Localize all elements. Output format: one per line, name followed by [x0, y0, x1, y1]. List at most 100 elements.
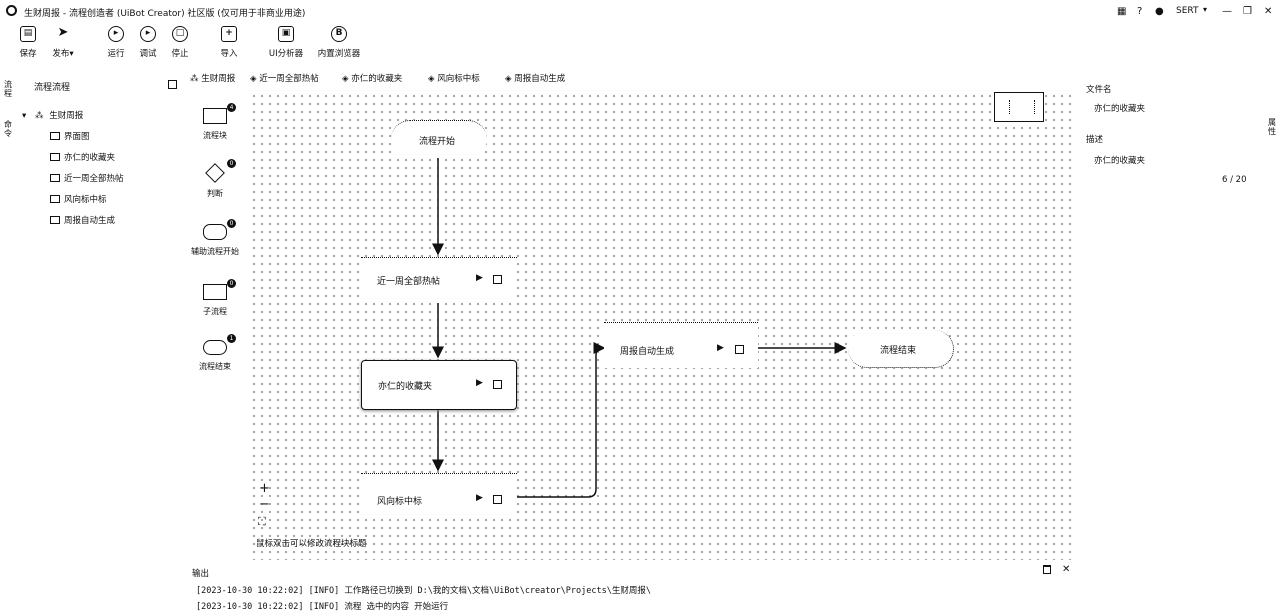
play-icon: ▸ [108, 26, 124, 42]
flow-panel-title: 流程流程 [34, 83, 71, 93]
log-line: [2023-10-30 10:22:02] [INFO] 流程 选中的内容 开始… [196, 602, 449, 612]
tab-properties[interactable]: 属性 [1268, 118, 1276, 136]
minimap[interactable] [994, 92, 1044, 122]
subflow-shape-icon [203, 284, 227, 300]
send-icon: ➤ [57, 25, 69, 40]
tab-trend[interactable]: ◈ 风向标中标 [428, 74, 480, 84]
count-badge: 0 [227, 159, 236, 168]
restore-icon[interactable]: ❐ [1243, 6, 1252, 17]
debug-icon: ▸ [140, 26, 156, 42]
zoom-in-button[interactable]: + [259, 481, 270, 496]
block-shape-icon [203, 108, 227, 124]
count-badge: 4 [227, 103, 236, 112]
count-badge: 0 [227, 219, 236, 228]
block-icon: ◈ [250, 74, 260, 84]
palette-condition[interactable]: 0 判断 [190, 159, 240, 199]
node-trend[interactable]: 风向标中标 ▶ [361, 473, 517, 519]
tree-item-interface[interactable]: 界面图 [50, 130, 90, 142]
browser-button[interactable]: B 内置浏览器 [317, 26, 361, 59]
help-icon[interactable]: ? [1137, 6, 1143, 17]
tree-root[interactable]: ▾ ⁂ 生财周报 [22, 111, 84, 121]
user-name[interactable]: SERT [1176, 6, 1199, 16]
palette-block[interactable]: 4 流程块 [190, 103, 240, 141]
tree-item-hot-posts[interactable]: 近一周全部热帖 [50, 172, 124, 184]
user-dropdown-icon[interactable]: ▾ [1203, 5, 1208, 14]
collapse-panel-icon[interactable] [168, 80, 177, 89]
node-favorites[interactable]: 亦仁的收藏夹 ▶ [361, 360, 517, 410]
stop-button[interactable]: □ 停止 [171, 26, 189, 59]
save-icon: ▤ [20, 26, 36, 42]
block-icon: ◈ [428, 74, 438, 84]
minimap-viewport[interactable] [1009, 100, 1035, 114]
trash-icon[interactable] [1043, 565, 1051, 574]
count-badge: 0 [227, 279, 236, 288]
tree-item-trend[interactable]: 风向标中标 [50, 193, 107, 205]
run-node-icon[interactable]: ▶ [476, 273, 483, 283]
app-logo-icon [6, 5, 17, 16]
edit-node-icon[interactable] [493, 275, 502, 284]
flow-tree-icon: ⁂ [34, 111, 44, 121]
flow-icon: ⁂ [190, 74, 202, 84]
block-icon [50, 174, 60, 182]
palette-end[interactable]: 1 流程结束 [190, 334, 240, 372]
tree-item-favorites[interactable]: 亦仁的收藏夹 [50, 151, 115, 163]
filename-label: 文件名 [1086, 85, 1112, 95]
node-flow-start[interactable]: 流程开始 [391, 120, 487, 158]
close-output-icon[interactable]: ✕ [1062, 564, 1071, 575]
image-icon [50, 132, 60, 140]
window-title: 生财周报 - 流程创造者 (UiBot Creator) 社区版 (仅可用于非商… [24, 9, 306, 19]
palette-subflow[interactable]: 0 子流程 [190, 279, 240, 317]
run-node-icon[interactable]: ▶ [476, 378, 483, 388]
publish-button[interactable]: ➤ 发布▾ [52, 25, 74, 59]
log-line: [2023-10-30 10:22:02] [INFO] 工作路径已切换到 D:… [196, 586, 651, 596]
stop-icon: □ [172, 26, 188, 42]
run-node-icon[interactable]: ▶ [476, 493, 483, 503]
node-weekly-report[interactable]: 周报自动生成 ▶ [604, 322, 758, 368]
node-flow-end[interactable]: 流程结束 [848, 330, 954, 368]
expand-arrow-icon[interactable]: ▾ [22, 111, 27, 121]
block-icon: ◈ [342, 74, 352, 84]
analyzer-icon: ▣ [278, 26, 294, 42]
output-title: 输出 [192, 569, 210, 579]
save-button[interactable]: ▤ 保存 [19, 26, 37, 59]
folder-icon: + [221, 26, 237, 42]
edit-node-icon[interactable] [493, 495, 502, 504]
tab-favorites[interactable]: ◈ 亦仁的收藏夹 [342, 74, 403, 84]
tab-hot-posts[interactable]: ◈ 近一周全部热帖 [250, 74, 319, 84]
block-icon [50, 153, 60, 161]
block-icon: ◈ [505, 74, 515, 84]
block-icon [50, 216, 60, 224]
tab-main-flow[interactable]: ⁂ 生财周报 [190, 74, 236, 84]
description-value[interactable]: 亦仁的收藏夹 [1094, 156, 1146, 166]
notification-icon[interactable]: ● [1155, 6, 1164, 17]
end-shape-icon [203, 340, 227, 355]
close-window-icon[interactable]: ✕ [1264, 6, 1273, 17]
zoom-out-button[interactable]: − [259, 497, 270, 512]
fit-view-button[interactable]: ⛶ [258, 515, 266, 528]
node-hot-posts[interactable]: 近一周全部热帖 ▶ [361, 257, 517, 303]
tab-command[interactable]: 命令 [4, 120, 12, 138]
edit-node-icon[interactable] [735, 345, 744, 354]
edit-node-icon[interactable] [493, 380, 502, 389]
grid-menu-icon[interactable]: ▦ [1117, 6, 1127, 17]
import-button[interactable]: + 导入 [220, 26, 238, 59]
palette-aux-start[interactable]: 0 辅助流程开始 [191, 219, 239, 256]
tree-item-weekly-report[interactable]: 周报自动生成 [50, 214, 115, 226]
browser-icon: B [331, 26, 347, 42]
debug-button[interactable]: ▸ 调试 [139, 26, 157, 59]
tab-weekly-report[interactable]: ◈ 周报自动生成 [505, 74, 566, 84]
description-label: 描述 [1086, 135, 1104, 145]
title-bar: 生财周报 - 流程创造者 (UiBot Creator) 社区版 (仅可用于非商… [0, 0, 1280, 24]
run-node-icon[interactable]: ▶ [717, 343, 724, 353]
count-badge: 1 [227, 334, 236, 343]
minimize-icon[interactable]: — [1222, 6, 1232, 17]
tab-flow[interactable]: 流程 [4, 80, 12, 98]
char-counter: 6 / 20 [1222, 175, 1247, 185]
run-button[interactable]: ▸ 运行 [107, 26, 125, 59]
rounded-shape-icon [203, 224, 227, 240]
canvas-hint: 鼠标双击可以修改流程块标题 [256, 539, 367, 549]
block-icon [50, 195, 60, 203]
filename-value[interactable]: 亦仁的收藏夹 [1094, 104, 1146, 114]
ui-analyzer-button[interactable]: ▣ UI分析器 [268, 26, 304, 59]
